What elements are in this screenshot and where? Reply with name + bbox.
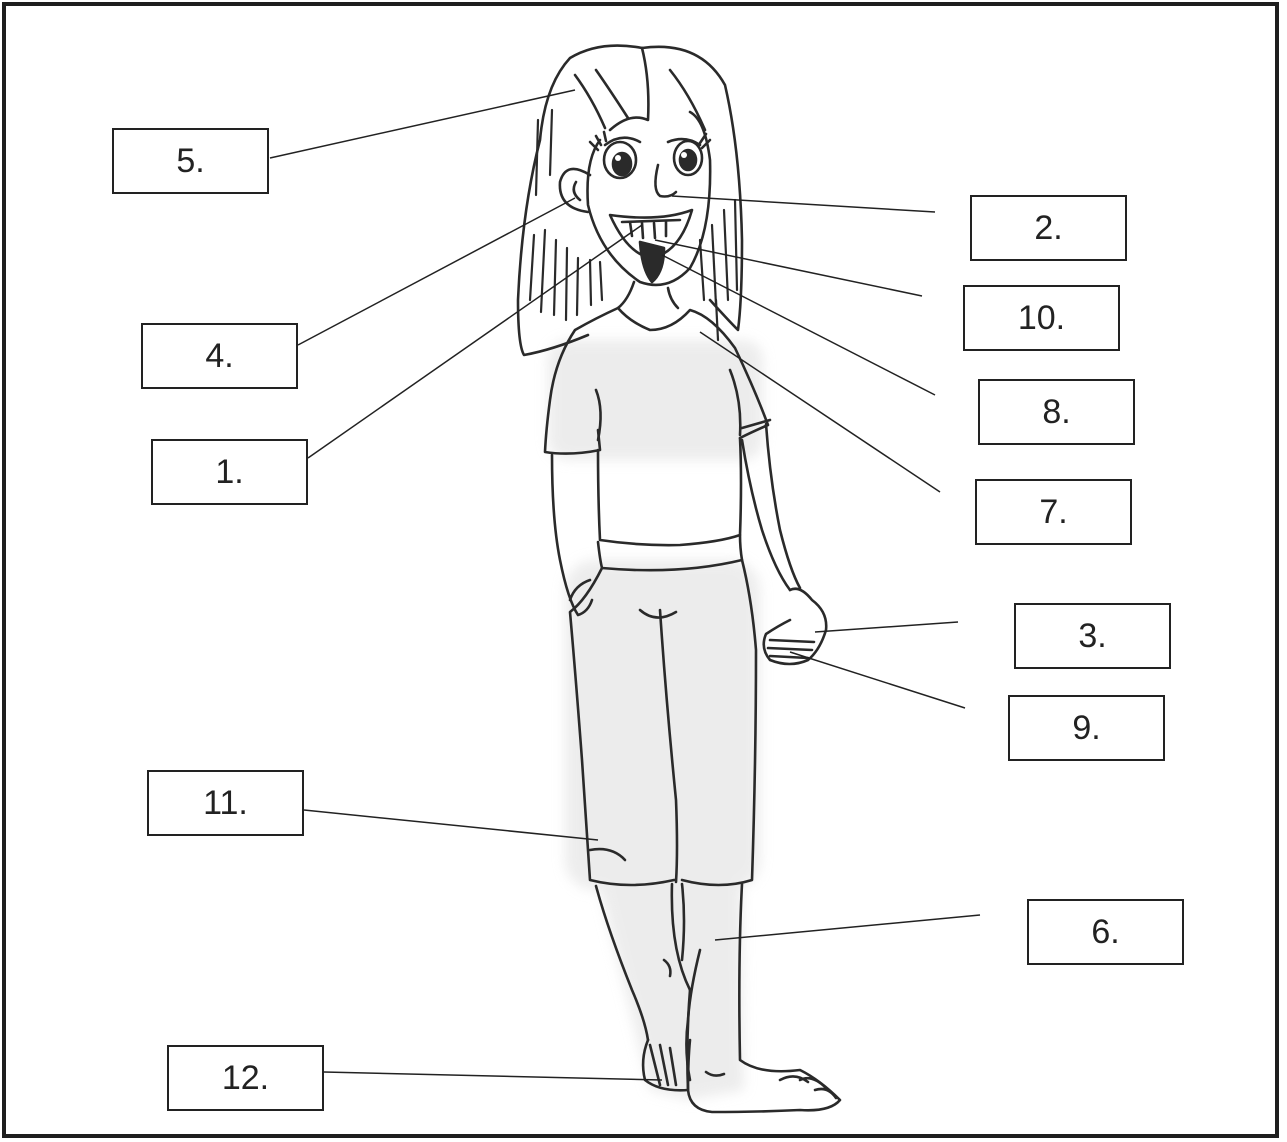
label-box-5[interactable]: 5. — [112, 128, 269, 194]
figure-shading — [548, 340, 763, 1100]
label-box-11[interactable]: 11. — [147, 770, 304, 836]
face-outline — [586, 110, 712, 287]
label-text-2: 2. — [1034, 208, 1063, 247]
label-text-11: 11. — [203, 783, 248, 822]
leader-line-3 — [814, 621, 959, 633]
ear-outline — [558, 167, 592, 214]
tongue — [638, 240, 666, 284]
label-box-4[interactable]: 4. — [141, 323, 298, 389]
label-box-10[interactable]: 10. — [963, 285, 1120, 351]
label-box-9[interactable]: 9. — [1008, 695, 1165, 761]
leader-line-6 — [714, 914, 981, 941]
label-text-5: 5. — [176, 141, 205, 180]
leader-line-11 — [303, 809, 599, 841]
label-text-7: 7. — [1039, 492, 1068, 531]
label-text-4: 4. — [205, 336, 234, 375]
label-text-3: 3. — [1078, 616, 1107, 655]
label-text-6: 6. — [1091, 912, 1120, 951]
leader-line-9 — [789, 651, 966, 709]
label-box-2[interactable]: 2. — [970, 195, 1127, 261]
figure-drawing — [516, 44, 842, 1114]
label-box-1[interactable]: 1. — [151, 439, 308, 505]
label-text-10: 10. — [1017, 298, 1066, 337]
label-text-9: 9. — [1072, 708, 1101, 747]
pants-outline — [568, 566, 676, 887]
label-text-8: 8. — [1042, 392, 1071, 431]
leader-line-12 — [323, 1071, 663, 1081]
hair-outline — [516, 44, 644, 357]
label-box-12[interactable]: 12. — [167, 1045, 324, 1111]
leader-line-4 — [297, 197, 576, 346]
leader-line-7 — [699, 331, 941, 493]
leader-line-8 — [661, 254, 936, 396]
leader-line-10 — [654, 239, 923, 297]
leader-line-1 — [307, 224, 643, 459]
leader-lines — [269, 89, 981, 1081]
leader-line-5 — [269, 89, 576, 159]
shirt-outline — [543, 306, 620, 455]
mouth-outline — [608, 208, 694, 260]
label-box-3[interactable]: 3. — [1014, 603, 1171, 669]
label-box-6[interactable]: 6. — [1027, 899, 1184, 965]
label-box-8[interactable]: 8. — [978, 379, 1135, 445]
leader-line-2 — [671, 195, 936, 213]
label-text-1: 1. — [215, 452, 244, 491]
hand-outline — [762, 587, 828, 666]
label-box-7[interactable]: 7. — [975, 479, 1132, 545]
label-text-12: 12. — [221, 1058, 270, 1097]
